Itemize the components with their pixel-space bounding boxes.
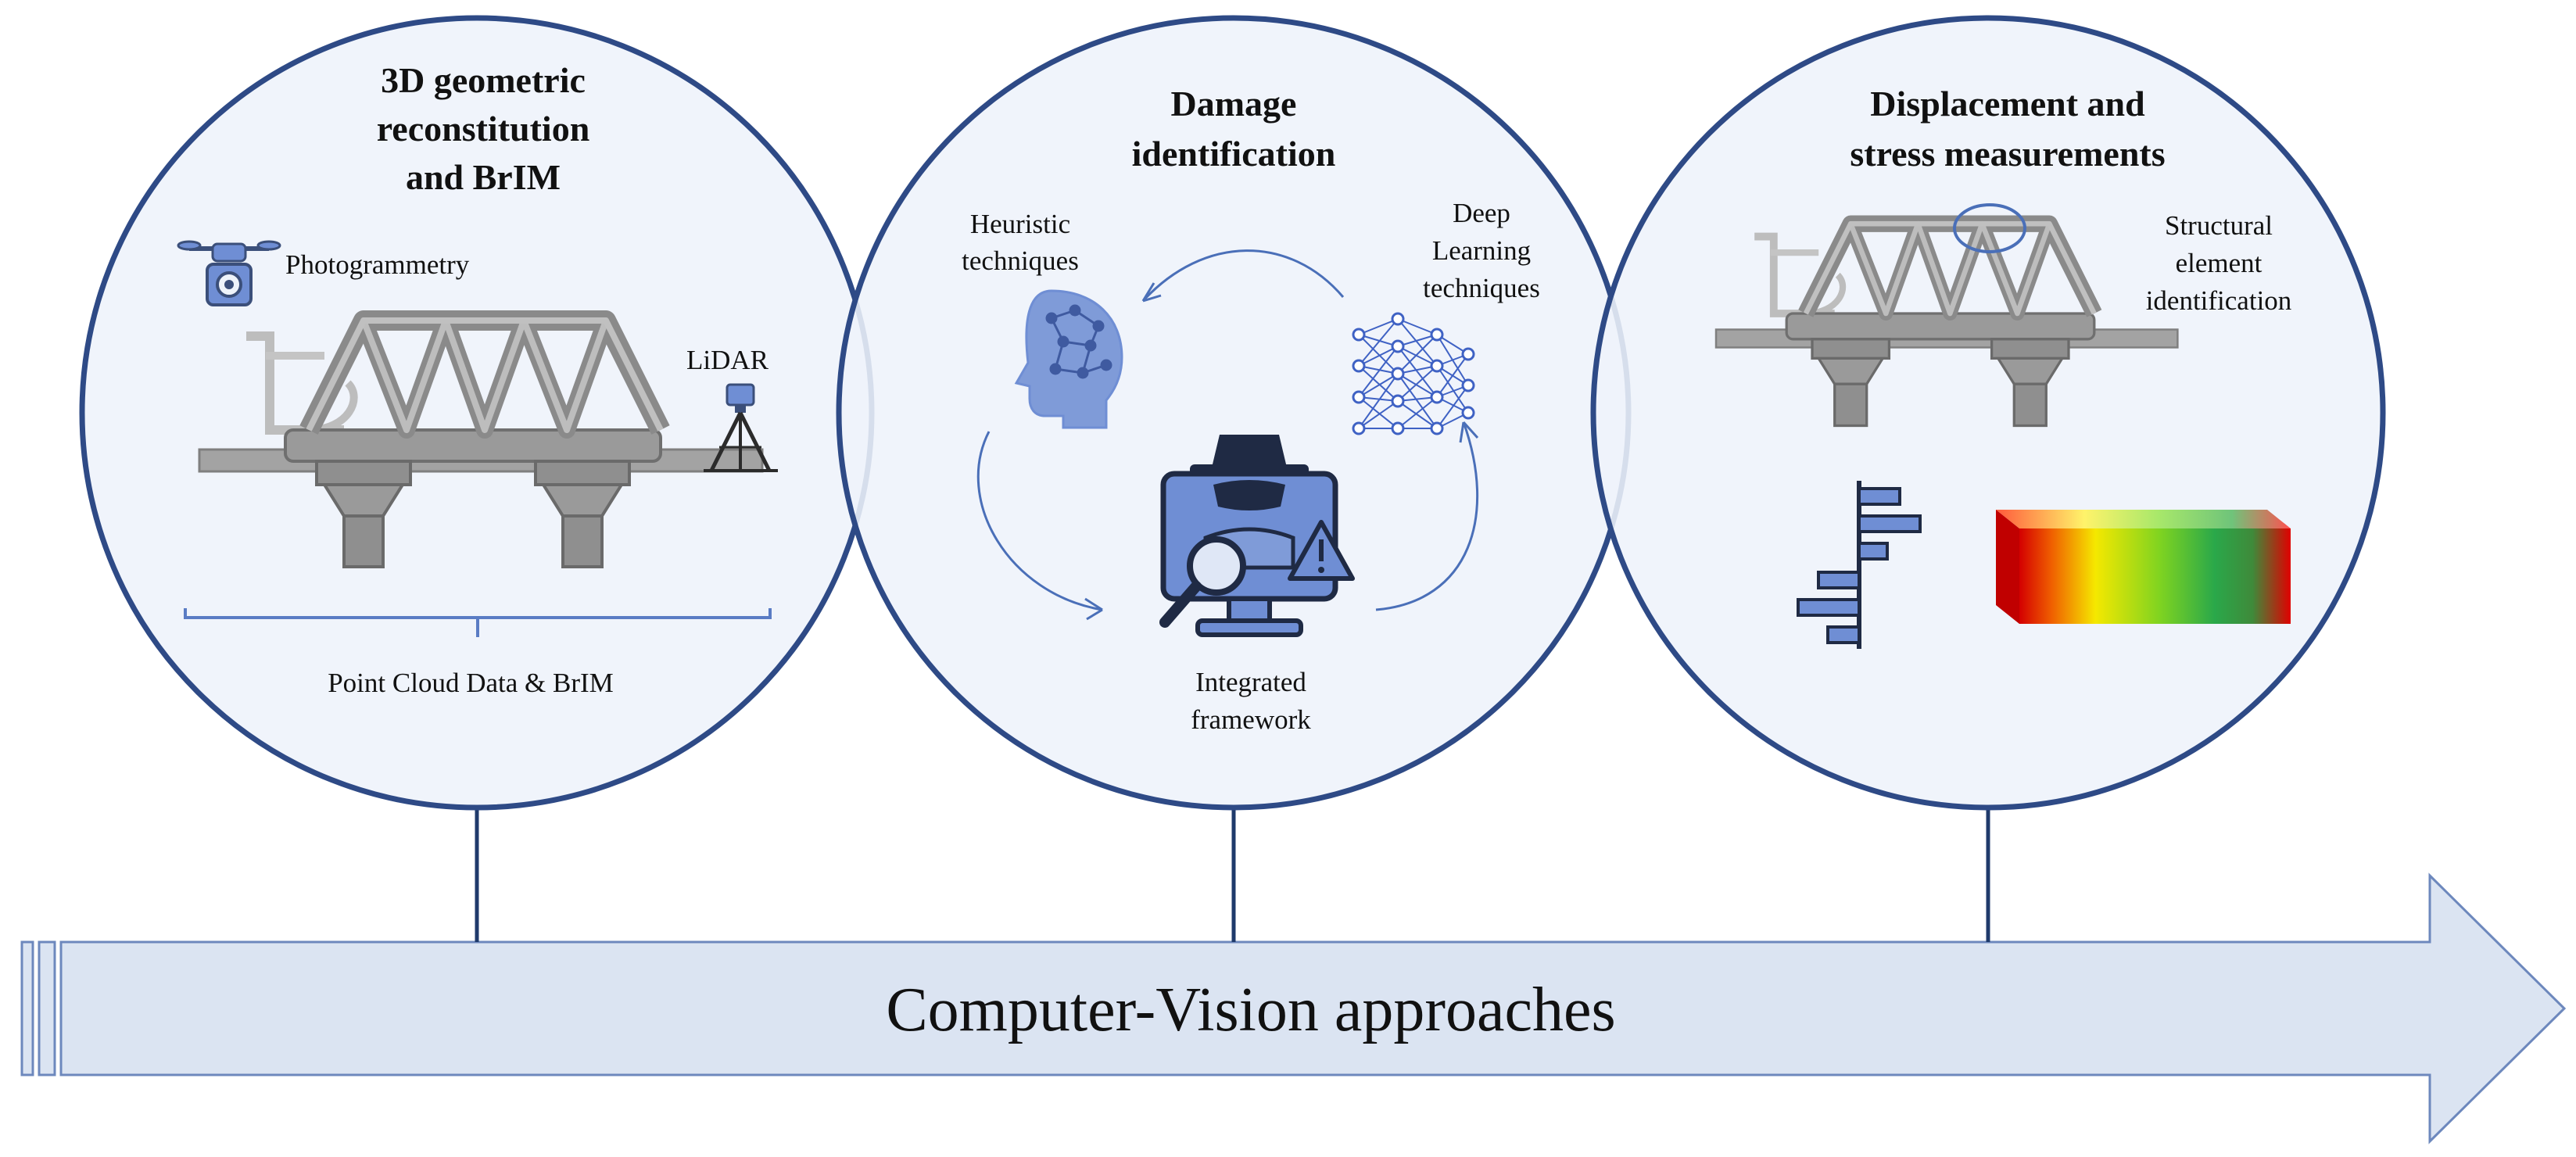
structural-label-line-2: element bbox=[2176, 248, 2263, 278]
stress-gradient-bar-icon bbox=[1996, 510, 2291, 624]
integrated-label-line-2: framework bbox=[1191, 704, 1311, 735]
integrated-label-line-1: Integrated bbox=[1195, 667, 1306, 697]
computer-inspection-icon bbox=[1159, 435, 1355, 637]
arrow-head-2 bbox=[1084, 597, 1103, 621]
arrow-head-3 bbox=[1459, 421, 1479, 443]
structural-label-line-3: identification bbox=[2146, 285, 2292, 316]
stage-1: 3D geometric reconstitution and BrIM Pho… bbox=[177, 60, 778, 698]
deep-label-line-3: techniques bbox=[1423, 273, 1540, 303]
arrow-head-1 bbox=[1141, 282, 1162, 303]
heuristic-label-line-1: Heuristic bbox=[970, 209, 1070, 239]
highlight-ellipse bbox=[1953, 203, 2026, 253]
cycle-arrows bbox=[976, 249, 1479, 621]
stage-1-title-line-2: reconstitution bbox=[377, 109, 590, 149]
stage-3-title-line-2: stress measurements bbox=[1850, 134, 2165, 174]
arrow-framework-to-deep bbox=[1375, 421, 1479, 611]
point-cloud-label: Point Cloud Data & BrIM bbox=[328, 668, 614, 698]
heuristic-label-line-2: techniques bbox=[962, 245, 1079, 276]
stage-1-title-line-3: and BrIM bbox=[406, 157, 561, 197]
arrow-tail-stripe-2 bbox=[38, 940, 56, 1076]
timeline-arrow: Computer-Vision approaches bbox=[20, 872, 2567, 1144]
point-cloud-bracket bbox=[184, 608, 772, 637]
lidar-tripod-icon bbox=[704, 383, 778, 472]
neural-network-icon bbox=[1352, 312, 1475, 435]
arrow-label: Computer-Vision approaches bbox=[886, 976, 1615, 1044]
brain-head-icon bbox=[1014, 289, 1123, 429]
stage-1-title-line-1: 3D geometric bbox=[381, 60, 586, 100]
arrow-tail-stripe-1 bbox=[20, 940, 34, 1076]
drone-camera-icon bbox=[177, 240, 281, 306]
stage-3: Displacement and stress measurements Str… bbox=[1716, 84, 2291, 649]
stage-2-title-line-1: Damage bbox=[1171, 84, 1297, 124]
stage-2: Damage identification Heuristic techniqu… bbox=[962, 84, 1540, 735]
stage-3-title-line-1: Displacement and bbox=[1870, 84, 2145, 124]
lidar-label: LiDAR bbox=[686, 345, 769, 375]
stage-2-title-line-2: identification bbox=[1132, 134, 1336, 174]
arrow-heuristic-to-framework bbox=[976, 431, 1103, 611]
structural-label-line-1: Structural bbox=[2165, 210, 2273, 241]
deep-label-line-1: Deep bbox=[1453, 198, 1510, 228]
photogrammetry-label: Photogrammetry bbox=[285, 249, 470, 280]
displacement-bars-icon bbox=[1797, 481, 1922, 649]
arrow-deep-to-heuristic bbox=[1141, 249, 1345, 303]
arrow-body bbox=[59, 872, 2567, 1144]
deep-label-line-2: Learning bbox=[1432, 235, 1531, 266]
